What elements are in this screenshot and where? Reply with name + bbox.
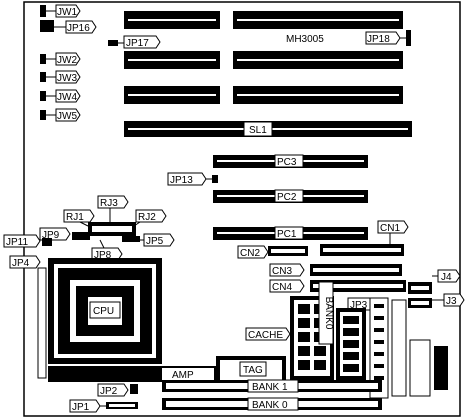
jumper-rj1: RJ1 xyxy=(63,209,95,223)
rj-connector-block xyxy=(72,208,141,242)
cn1-label: CN1 xyxy=(380,223,400,234)
connector-j3: J3 xyxy=(408,293,465,308)
isa-slots-upper xyxy=(124,11,403,104)
right-edge-connectors xyxy=(369,297,448,399)
jumper-jw2: JW2 xyxy=(40,52,81,66)
bank0-vertical-label: BANK0 xyxy=(318,281,334,345)
cache-label-box: CACHE xyxy=(245,327,291,341)
jp11-label: JP11 xyxy=(6,237,28,248)
connector-j4: J4 xyxy=(408,269,461,294)
pc1-label: PC1 xyxy=(277,229,297,240)
amp-label: AMP xyxy=(172,370,194,381)
jumper-jp13: JP13 xyxy=(167,172,218,186)
pc3-label: PC3 xyxy=(277,157,297,168)
jumper-jp4: JP4 xyxy=(9,255,41,269)
slot-sl1: SL1 xyxy=(124,121,412,137)
jp1-label: JP1 xyxy=(72,402,90,413)
cache-label: CACHE xyxy=(248,330,283,341)
jumper-jw1: JW1 xyxy=(40,4,81,18)
jumper-jp9: JP9 xyxy=(39,227,71,241)
slot-pc2: PC2 xyxy=(213,189,368,203)
connector-cn1: CN1 xyxy=(320,220,409,256)
jp5-label: JP5 xyxy=(146,236,164,247)
jw1-label: JW1 xyxy=(57,7,77,18)
cpu-label: CPU xyxy=(93,306,114,317)
jumper-jp5: JP5 xyxy=(140,233,175,247)
cpu-socket: CPU xyxy=(37,258,162,379)
connector-cn4: CN4 xyxy=(269,279,406,293)
jp4-label: JP4 xyxy=(12,258,30,269)
jw2-label: JW2 xyxy=(57,55,77,66)
simm-bank-1: BANK 1 xyxy=(162,379,382,393)
jw3-label: JW3 xyxy=(57,73,77,84)
bank0-vertical-chips xyxy=(336,308,366,380)
connector-cn2: CN2 xyxy=(237,245,308,259)
jp9-label: JP9 xyxy=(42,230,60,241)
jumper-jp2: JP2 xyxy=(97,383,138,397)
bank0-label: BANK 0 xyxy=(252,400,288,411)
jumper-jw5: JW5 xyxy=(40,108,81,122)
amp-socket-lever: AMP xyxy=(48,366,216,382)
jp17-label: JP17 xyxy=(126,38,149,49)
cn3-label: CN3 xyxy=(272,266,292,277)
jw5-label: JW5 xyxy=(57,111,77,122)
board-model-label: MH3005 xyxy=(286,34,324,45)
slot-inner-lines xyxy=(128,19,399,96)
j4-label: J4 xyxy=(441,272,452,283)
jumper-jw3: JW3 xyxy=(40,70,81,84)
jumper-rj3: RJ3 xyxy=(97,195,129,209)
jumper-rj2: RJ2 xyxy=(135,209,167,223)
rj2-label: RJ2 xyxy=(138,212,156,223)
bank1-label: BANK 1 xyxy=(252,382,288,393)
jumper-jp16: JP16 xyxy=(40,20,97,34)
jp8-label: JP8 xyxy=(94,250,112,261)
slot-pc3: PC3 xyxy=(213,154,368,168)
jp18-label: JP18 xyxy=(367,34,390,45)
jumper-jp1: JP1 xyxy=(69,399,138,413)
cn2-label: CN2 xyxy=(240,248,260,259)
jp13-label: JP13 xyxy=(170,175,193,186)
jw4-label: JW4 xyxy=(57,92,77,103)
jp2-label: JP2 xyxy=(100,386,118,397)
jumper-jp11: JP11 xyxy=(3,234,52,248)
pc2-label: PC2 xyxy=(277,192,297,203)
connector-cn3: CN3 xyxy=(269,263,402,277)
cn4-label: CN4 xyxy=(272,282,292,293)
j3-label: J3 xyxy=(446,296,457,307)
jumper-jp17: JP17 xyxy=(108,35,161,49)
jp3-label: JP3 xyxy=(350,300,368,311)
jp16-label: JP16 xyxy=(67,23,90,34)
jumper-jw4: JW4 xyxy=(40,89,81,103)
jumper-jp18: JP18 xyxy=(365,30,411,46)
slot-pc1: PC1 xyxy=(213,226,368,240)
rj3-label: RJ3 xyxy=(100,198,118,209)
sl1-label: SL1 xyxy=(249,125,267,136)
rj1-label: RJ1 xyxy=(66,212,84,223)
simm-bank-0: BANK 0 xyxy=(162,397,382,411)
tag-label: TAG xyxy=(243,365,263,376)
bank0-vertical-text: BANK0 xyxy=(323,297,334,330)
